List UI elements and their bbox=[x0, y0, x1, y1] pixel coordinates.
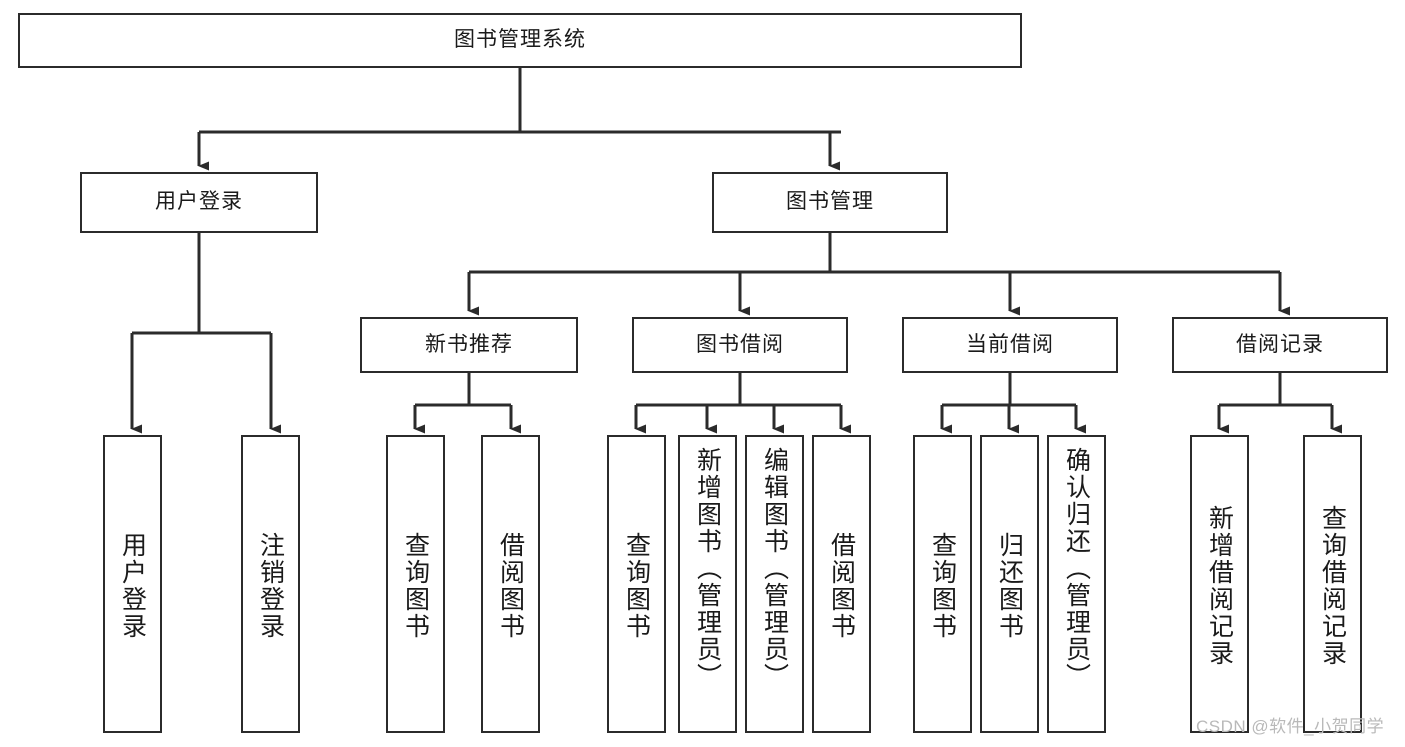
node-root[interactable]: 图书管理系统 bbox=[18, 13, 1022, 68]
node-current-borrow[interactable]: 当前借阅 bbox=[902, 317, 1118, 373]
leaf-node-label: 查询图书 bbox=[401, 532, 430, 640]
leaf-node-label: 归还图书 bbox=[995, 532, 1024, 640]
leaf-node[interactable]: 编辑图书（管理员） bbox=[745, 435, 804, 733]
leaf-node-label: 借阅图书 bbox=[827, 532, 856, 640]
leaf-node-label: 用户登录 bbox=[118, 532, 147, 640]
node-current-borrow-label: 当前借阅 bbox=[966, 332, 1054, 356]
leaf-node[interactable]: 确认归还（管理员） bbox=[1047, 435, 1106, 733]
leaf-node[interactable]: 新增图书（管理员） bbox=[678, 435, 737, 733]
node-book-management-label: 图书管理 bbox=[786, 190, 874, 214]
node-book-management[interactable]: 图书管理 bbox=[712, 172, 948, 233]
leaf-node-label: 新增图书（管理员） bbox=[693, 447, 722, 690]
node-user-login-label: 用户登录 bbox=[155, 190, 243, 214]
leaf-node[interactable]: 查询图书 bbox=[386, 435, 445, 733]
node-book-borrow[interactable]: 图书借阅 bbox=[632, 317, 848, 373]
leaf-node[interactable]: 查询图书 bbox=[607, 435, 666, 733]
node-book-borrow-label: 图书借阅 bbox=[696, 332, 784, 356]
leaf-node[interactable]: 注销登录 bbox=[241, 435, 300, 733]
leaf-node-label: 新增借阅记录 bbox=[1205, 505, 1234, 667]
leaf-node-label: 编辑图书（管理员） bbox=[760, 447, 789, 690]
leaf-node[interactable]: 查询图书 bbox=[913, 435, 972, 733]
node-new-book-recommend-label: 新书推荐 bbox=[425, 332, 513, 356]
leaf-node-label: 确认归还（管理员） bbox=[1062, 447, 1091, 690]
leaf-node-label: 查询图书 bbox=[622, 532, 651, 640]
leaf-node[interactable]: 用户登录 bbox=[103, 435, 162, 733]
leaf-node-label: 查询图书 bbox=[928, 532, 957, 640]
node-borrow-record[interactable]: 借阅记录 bbox=[1172, 317, 1388, 373]
node-new-book-recommend[interactable]: 新书推荐 bbox=[360, 317, 578, 373]
node-borrow-record-label: 借阅记录 bbox=[1236, 332, 1324, 356]
leaf-node[interactable]: 借阅图书 bbox=[481, 435, 540, 733]
leaf-node-label: 借阅图书 bbox=[496, 532, 525, 640]
node-user-login[interactable]: 用户登录 bbox=[80, 172, 318, 233]
leaf-node-label: 查询借阅记录 bbox=[1318, 505, 1347, 667]
leaf-node[interactable]: 新增借阅记录 bbox=[1190, 435, 1249, 733]
leaf-node[interactable]: 查询借阅记录 bbox=[1303, 435, 1362, 733]
node-root-label: 图书管理系统 bbox=[454, 28, 586, 52]
leaf-node[interactable]: 借阅图书 bbox=[812, 435, 871, 733]
leaf-node-label: 注销登录 bbox=[256, 532, 285, 640]
leaf-node[interactable]: 归还图书 bbox=[980, 435, 1039, 733]
